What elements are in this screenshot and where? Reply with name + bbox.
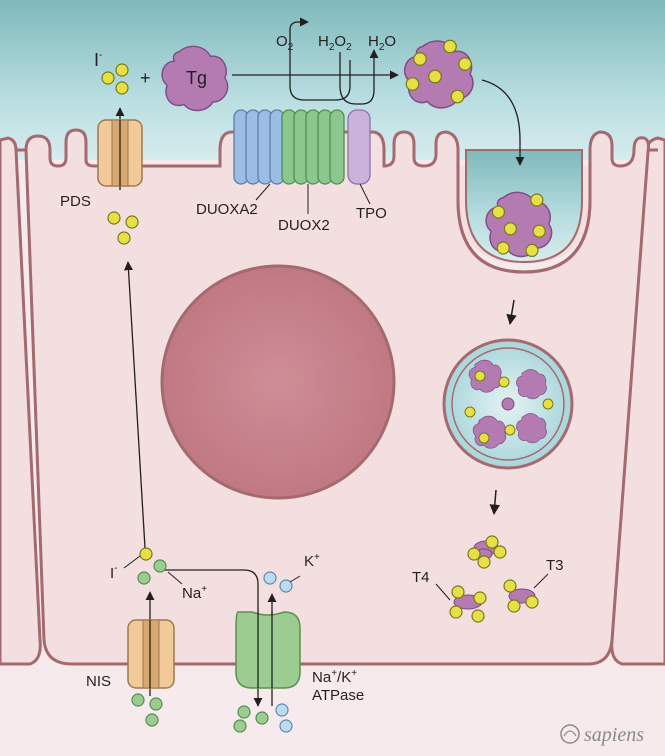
sodium-label: Na+ — [182, 584, 207, 602]
pds-transporter — [97, 119, 143, 187]
atpase-label-line2: ATPase — [312, 687, 364, 704]
o2-arrow — [289, 17, 309, 50]
nis-transporter — [127, 619, 175, 689]
left-neighbour-cell — [0, 136, 42, 666]
potassium-label: K+ — [304, 552, 320, 570]
tpo-label: TPO — [356, 205, 387, 222]
pds-label: PDS — [60, 193, 91, 210]
duox2-protein — [281, 109, 345, 185]
tg-label: Tg — [186, 68, 207, 88]
o2-to-h2o2-path — [289, 50, 351, 101]
t3-hormone — [503, 579, 539, 613]
o2-label: O2 — [276, 33, 294, 53]
vesicle-arrow — [506, 299, 517, 326]
iodinated-thyroglobulin — [403, 39, 474, 109]
apical-iodide-label: I- — [94, 50, 102, 70]
t4-label: T4 — [412, 569, 430, 586]
nis-label: NIS — [86, 673, 111, 690]
free-thyroid-hormones — [467, 535, 507, 569]
potassium-ions — [263, 571, 293, 733]
na-k-atpase — [235, 611, 301, 689]
nucleus — [160, 264, 396, 500]
h2o-label: H2O — [368, 33, 396, 53]
t4-hormone — [449, 585, 487, 623]
endocytosis-arrow — [481, 79, 525, 166]
credit-text: sapiens — [584, 724, 644, 746]
sapiens-logo-icon — [560, 724, 580, 744]
duoxa2-label: DUOXA2 — [196, 201, 258, 218]
iodide-transport-arrow — [123, 261, 146, 549]
lysosome-vesicle — [442, 338, 574, 470]
hormone-release-arrow — [489, 489, 501, 516]
duoxa2-protein — [233, 109, 285, 185]
ion-label-pointers — [123, 555, 301, 585]
hormone-label-pointers — [435, 573, 549, 601]
atpase-label-line1: Na+/K+ — [312, 668, 357, 686]
h2o2-to-h2o-arrow — [339, 49, 379, 105]
plus-sign: + — [140, 68, 151, 88]
t3-label: T3 — [546, 557, 564, 574]
duox2-label: DUOX2 — [278, 217, 330, 234]
tpo-protein — [347, 109, 371, 185]
label-pointers — [255, 183, 371, 214]
h2o2-label: H2O2 — [318, 33, 352, 53]
endocytosed-thyroglobulin — [485, 191, 553, 258]
sodium-efflux-arrow — [160, 569, 263, 707]
basal-iodide-label: I- — [110, 563, 118, 582]
iodide-ions — [101, 63, 153, 561]
sodium-ions — [131, 559, 269, 733]
